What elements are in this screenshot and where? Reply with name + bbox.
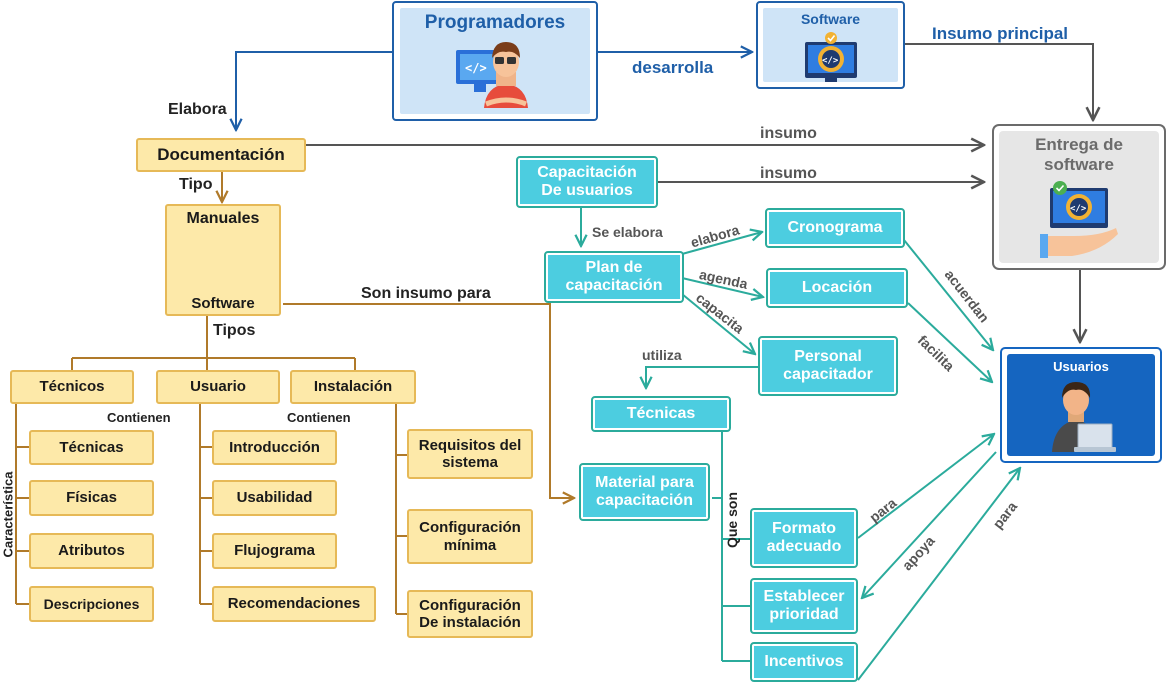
node-personal-capacitador: Personal capacitador [758,336,898,396]
svg-text:</>: </> [465,61,487,75]
node-usu-usabilidad: Usabilidad [212,480,337,516]
programmer-icon: </> [456,42,528,108]
software-gear-icon: </> [805,32,857,82]
node-usu-recomendaciones: Recomendaciones [212,586,376,622]
software-delivery-icon: </> [1040,181,1118,258]
node-usuario: Usuario [156,370,280,404]
edge-tecnicas-material-list [712,430,750,662]
edge-tecnicos-children [15,404,29,605]
node-ins-requisitos: Requisitos del sistema [407,429,533,479]
label-insumo-principal: Insumo principal [932,24,1069,43]
label-tipo: Tipo [179,176,213,193]
edge-plan-personal [681,293,755,354]
edge-incentivos-usuarios [857,468,1020,681]
label-insumo-1: insumo [760,125,817,142]
label-se-elabora: Se elabora [592,224,663,240]
label-contienen-1: Contienen [107,410,171,425]
edge-programadores-documentacion [236,51,392,130]
node-documentacion: Documentación [136,138,306,172]
user-laptop-icon [1052,382,1116,452]
node-plan-capacitacion: Plan de capacitación [544,251,684,303]
node-cronograma: Cronograma [765,208,905,248]
node-programadores: Programadores [424,12,566,34]
node-tec-fisicas: Físicas [29,480,154,516]
edge-personal-tecnicas [646,366,758,388]
edge-usuarios-prioridad [862,451,997,598]
manuales-sub: Software [191,295,255,312]
node-tecnicos: Técnicos [10,370,134,404]
node-formato-adecuado: Formato adecuado [750,508,858,568]
edge-instalacion-children [395,404,407,615]
edge-formato-usuarios [857,434,994,539]
node-software-top: Software [800,10,861,27]
label-insumo-2: insumo [760,165,817,182]
label-son-insumo-para: Son insumo para [361,285,491,302]
node-entrega-software: Entrega de software [1035,135,1123,174]
edge-cronograma-usuarios [903,239,993,350]
node-manuales [165,204,281,316]
manuales-title: Manuales [186,210,260,227]
svg-text:</>: </> [1070,204,1087,214]
edge-manuales-material [283,303,574,498]
label-desarrolla: desarrolla [632,58,714,77]
node-incentivos: Incentivos [750,642,858,682]
node-tecnicas-teal: Técnicas [591,396,731,432]
node-instalacion: Instalación [290,370,416,404]
label-que-son: Que son [724,491,741,549]
edge-manuales-tipos-bus [71,316,356,370]
label-contienen-2: Contienen [287,410,351,425]
node-capacitacion-usuarios: Capacitación De usuarios [516,156,658,208]
label-elabora: Elabora [168,101,227,118]
node-material-capacitacion: Material para capacitación [579,463,710,521]
node-usuarios: Usuarios [1053,358,1109,374]
node-establecer-prioridad: Establecer prioridad [750,578,858,634]
svg-text:</>: </> [822,56,839,66]
edge-plan-locacion [681,277,763,297]
node-ins-config-minima: Configuración mínima [407,509,533,564]
node-usu-flujograma: Flujograma [212,533,337,569]
label-utiliza: utiliza [642,347,682,363]
node-usu-introduccion: Introducción [212,430,337,465]
node-tec-descripciones: Descripciones [29,586,154,622]
node-tec-tecnicas: Técnicas [29,430,154,465]
edge-software-entrega [904,43,1093,120]
node-ins-config-instalacion: Configuración De instalación [407,590,533,638]
label-caracteristica: Característica [0,471,16,558]
edge-plan-cronograma [681,232,762,255]
edge-usuario-children [199,404,212,605]
node-tec-atributos: Atributos [29,533,154,569]
label-tipos: Tipos [213,322,256,339]
edge-locacion-usuarios [907,302,992,382]
node-locacion: Locación [766,268,908,308]
